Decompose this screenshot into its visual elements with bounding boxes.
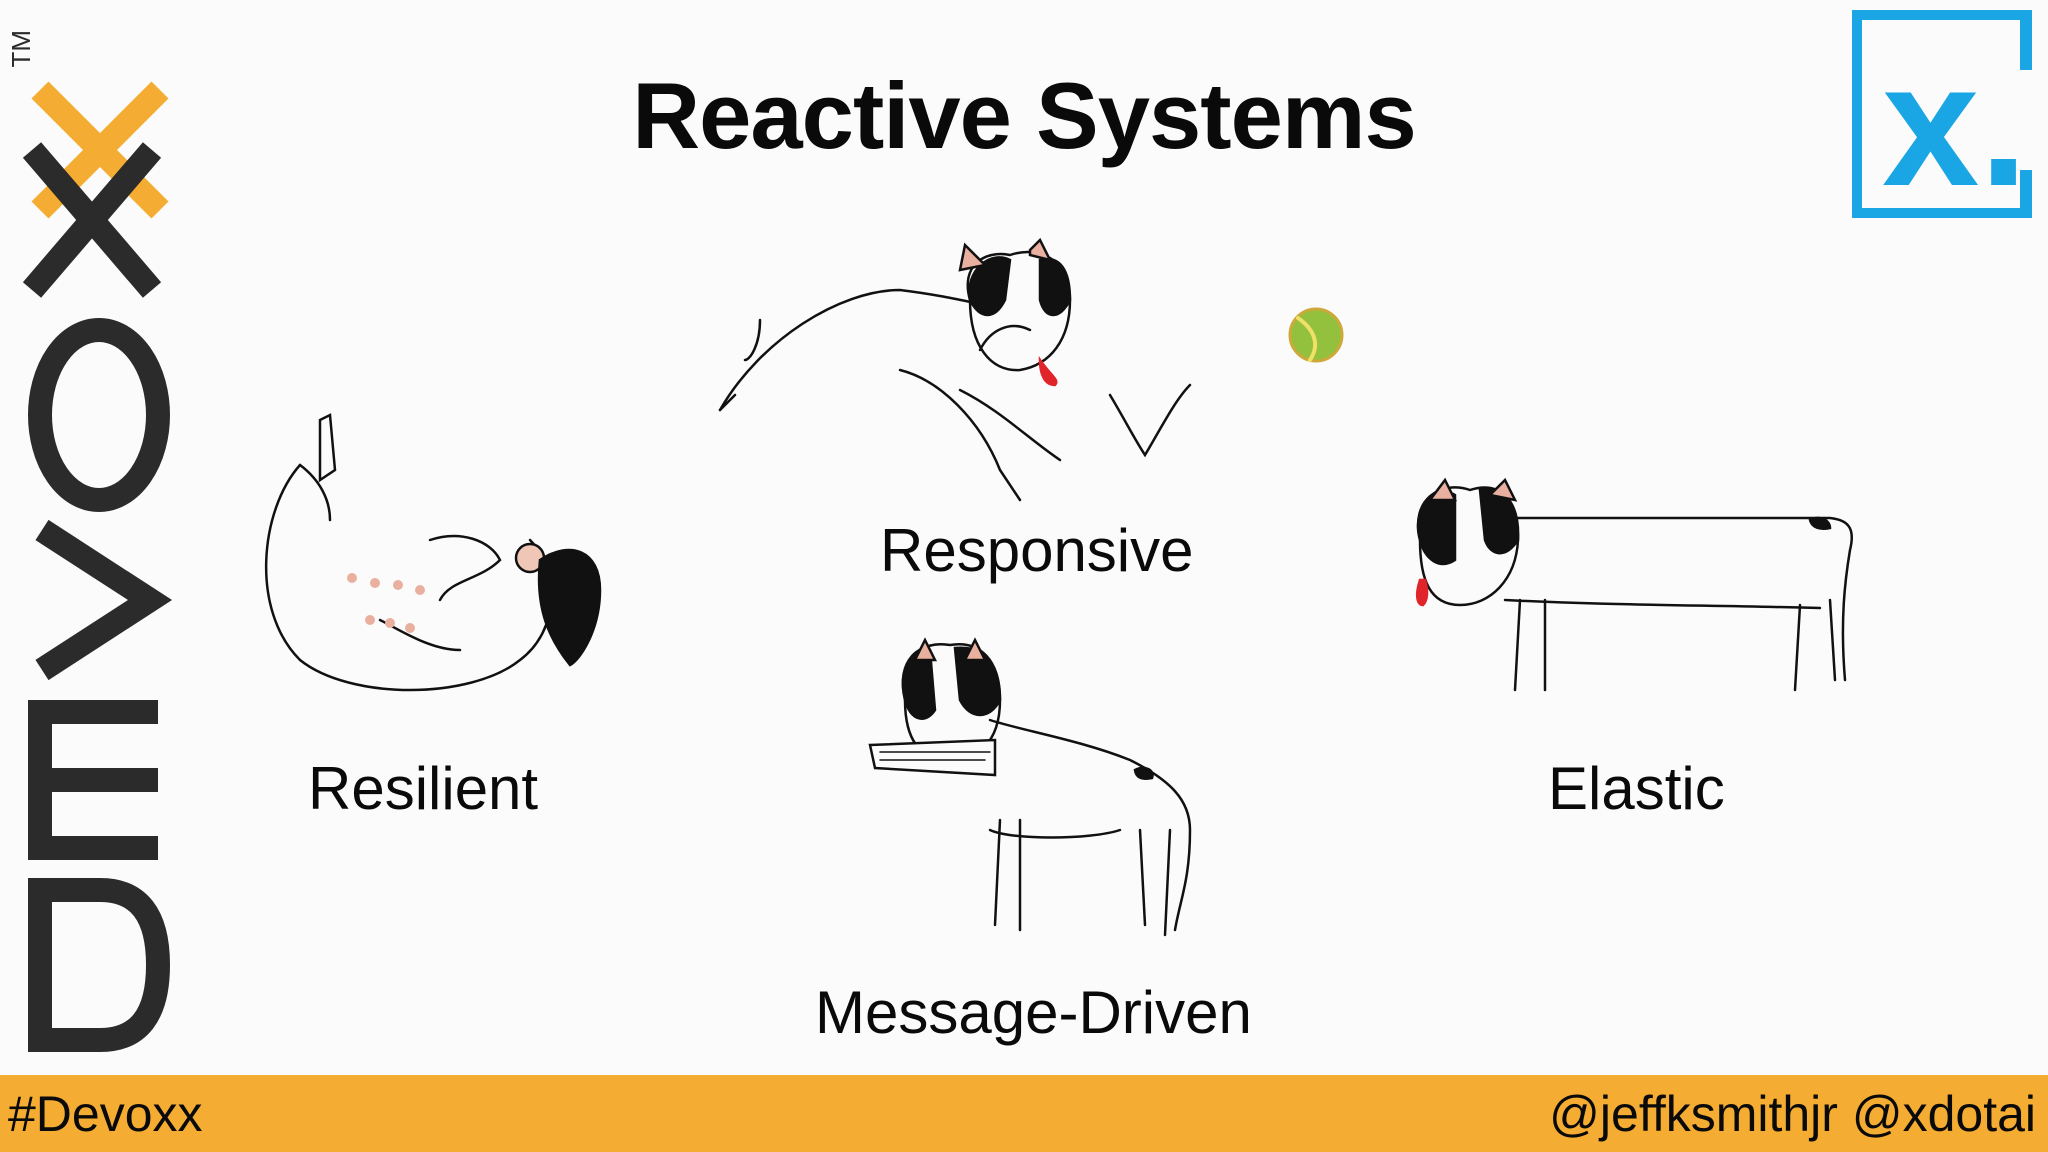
tennis-ball-icon <box>1288 307 1344 363</box>
footer-hashtag: #Devoxx <box>8 1086 203 1142</box>
elastic-dog-icon <box>1415 477 1854 692</box>
slide-title: Reactive Systems <box>632 63 1417 168</box>
footer-bar: #Devoxx @jeffksmithjr @xdotai <box>0 1075 2048 1152</box>
devoxx-v-shape <box>35 519 173 681</box>
trademark-mark: TM <box>6 30 36 68</box>
footer-handles: @jeffksmithjr @xdotai <box>1549 1086 2036 1142</box>
devoxx-e-shape <box>28 700 158 860</box>
label-resilient: Resilient <box>308 755 539 822</box>
label-responsive: Responsive <box>880 517 1194 584</box>
responsive-dog-icon <box>718 237 1192 502</box>
devoxx-x-icon <box>22 81 169 298</box>
label-elastic: Elastic <box>1548 755 1725 822</box>
message-driven-dog-icon <box>868 637 1192 937</box>
devoxx-d-shape <box>28 878 171 1052</box>
resilient-dog-icon <box>265 413 602 692</box>
label-message-driven: Message-Driven <box>815 979 1252 1046</box>
devoxx-logo: TM <box>6 30 173 1052</box>
xdotai-logo: x. <box>1852 10 2037 218</box>
devoxx-o-shape <box>28 318 170 512</box>
corner-logo-text: x. <box>1882 28 2028 218</box>
